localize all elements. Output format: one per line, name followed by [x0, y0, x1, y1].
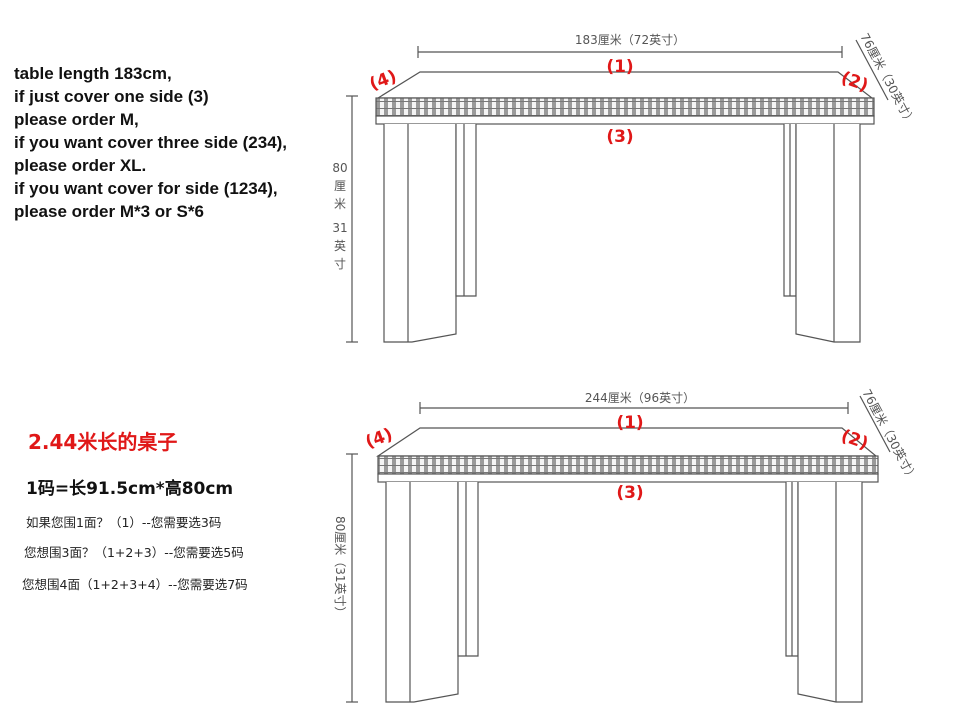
note-line: if you want cover for side (1234),	[14, 179, 278, 198]
option-four-sides: 您想围4面（1+2+3+4）--您需要选7码	[22, 577, 248, 592]
table-1	[346, 39, 889, 343]
note-line: if just cover one side (3)	[14, 87, 209, 106]
side-3-label: (3)	[606, 127, 633, 147]
height-label-2: 80厘米（31英寸）	[333, 516, 347, 619]
svg-text:英: 英	[334, 239, 346, 253]
english-instructions: table length 183cm, if just cover one si…	[14, 62, 287, 223]
svg-text:寸: 寸	[334, 257, 346, 271]
note-line: if you want cover three side (234),	[14, 133, 288, 152]
table-2	[346, 395, 891, 703]
size-spec-cn: 1码=长91.5cm*高80cm	[26, 479, 234, 499]
svg-text:31: 31	[332, 221, 347, 235]
length-label-2: 244厘米（96英寸）	[585, 391, 695, 405]
option-three-sides: 您想围3面？（1+2+3）--您需要选5码	[24, 545, 244, 560]
table-title-cn: 2.44米长的桌子	[28, 430, 178, 454]
height-label: 80 厘 米 31 英 寸	[332, 161, 347, 271]
note-line: please order XL.	[14, 156, 147, 175]
note-line: please order M,	[14, 110, 139, 129]
svg-text:米: 米	[334, 197, 346, 211]
side-1-label: (1)	[606, 57, 633, 77]
svg-text:80: 80	[332, 161, 347, 175]
option-one-side: 如果您围1面？（1）--您需要选3码	[26, 515, 222, 530]
length-label: 183厘米（72英寸）	[575, 33, 685, 47]
note-line: table length 183cm,	[14, 64, 172, 83]
side-3-label-2: (3)	[616, 483, 643, 503]
note-line: please order M*3 or S*6	[14, 202, 204, 221]
side-1-label-2: (1)	[616, 413, 643, 433]
svg-text:厘: 厘	[334, 179, 346, 193]
